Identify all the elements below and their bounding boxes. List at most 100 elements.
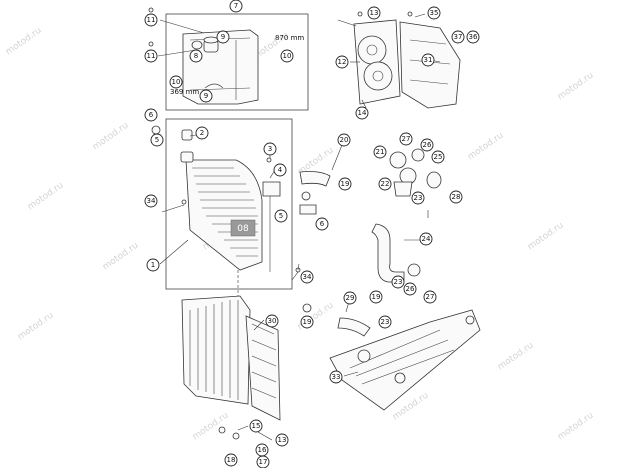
- callout-34: 34: [144, 194, 158, 208]
- radiator-guard: [181, 295, 281, 421]
- svg-text:31: 31: [424, 56, 433, 64]
- callout-5: 5: [274, 209, 288, 223]
- dimension-870mm: 870 mm: [275, 34, 304, 42]
- svg-text:14: 14: [358, 109, 367, 117]
- svg-text:23: 23: [381, 318, 390, 326]
- callout-21: 21: [373, 145, 387, 159]
- radiator-group-frame: [165, 118, 293, 290]
- svg-text:24: 24: [422, 235, 431, 243]
- watermark-text: motod.ru: [526, 221, 566, 253]
- hose-fittings: [299, 148, 442, 283]
- watermark-text: motod.ru: [4, 26, 44, 58]
- dimension-369mm: 369 mm: [170, 88, 199, 96]
- svg-text:21: 21: [376, 148, 385, 156]
- callout-20: 20: [337, 133, 351, 147]
- callout-14: 14: [355, 106, 369, 120]
- svg-text:20: 20: [340, 136, 349, 144]
- callout-19: 19: [338, 177, 352, 191]
- callout-26: 26: [420, 138, 434, 152]
- watermark-text: motod.ru: [16, 311, 56, 343]
- svg-text:27: 27: [426, 293, 435, 301]
- callout-31: 31: [421, 53, 435, 67]
- svg-text:15: 15: [252, 422, 261, 430]
- callout-34: 34: [300, 270, 314, 284]
- svg-text:37: 37: [454, 33, 463, 41]
- callout-9: 9: [216, 30, 230, 44]
- svg-text:29: 29: [346, 294, 355, 302]
- watermark-text: motod.ru: [101, 241, 141, 273]
- svg-text:6: 6: [320, 220, 325, 228]
- callout-27: 27: [399, 132, 413, 146]
- callout-17: 17: [256, 455, 270, 468]
- fan-assembly: [353, 19, 461, 109]
- svg-text:10: 10: [283, 52, 292, 60]
- svg-text:22: 22: [381, 180, 390, 188]
- callout-6: 6: [315, 217, 329, 231]
- callout-25: 25: [431, 150, 445, 164]
- watermark-text: motod.ru: [26, 181, 66, 213]
- callout-29: 29: [343, 291, 357, 305]
- callout-37: 37: [451, 30, 465, 44]
- svg-text:5: 5: [155, 136, 159, 144]
- callout-18: 18: [224, 453, 238, 467]
- svg-text:13: 13: [278, 436, 287, 444]
- svg-text:11: 11: [147, 16, 156, 24]
- svg-text:23: 23: [414, 194, 423, 202]
- callout-8: 8: [189, 49, 203, 63]
- svg-text:17: 17: [259, 458, 268, 466]
- callout-2: 2: [195, 126, 209, 140]
- svg-text:18: 18: [227, 456, 236, 464]
- callout-36: 36: [466, 30, 480, 44]
- expansion-tank: [182, 29, 259, 105]
- svg-text:19: 19: [372, 293, 381, 301]
- callout-30: 30: [265, 314, 279, 328]
- svg-text:8: 8: [194, 52, 198, 60]
- svg-text:27: 27: [402, 135, 411, 143]
- svg-text:13: 13: [370, 9, 379, 17]
- callout-4: 4: [273, 163, 287, 177]
- watermark-text: motod.ru: [496, 341, 536, 373]
- callout-6: 6: [144, 108, 158, 122]
- callout-19: 19: [369, 290, 383, 304]
- callout-35: 35: [427, 6, 441, 20]
- svg-text:26: 26: [406, 285, 415, 293]
- svg-text:16: 16: [258, 446, 267, 454]
- watermark-text: motod.ru: [556, 71, 596, 103]
- svg-text:7: 7: [234, 2, 238, 10]
- callout-1: 1: [146, 258, 160, 272]
- callout-23: 23: [411, 191, 425, 205]
- svg-text:25: 25: [434, 153, 443, 161]
- screws: [148, 7, 413, 440]
- callout-7: 7: [229, 0, 243, 13]
- watermark-text: motod.ru: [296, 301, 336, 333]
- callout-11: 11: [144, 49, 158, 63]
- watermark-text: motod.ru: [191, 411, 231, 443]
- callout-10: 10: [169, 75, 183, 89]
- center-logo: 08: [237, 224, 249, 234]
- watermark-text: motod.ru: [556, 411, 596, 443]
- callout-26: 26: [403, 282, 417, 296]
- leader-lines: [157, 13, 441, 441]
- svg-text:36: 36: [469, 33, 478, 41]
- callout-11: 11: [144, 13, 158, 27]
- watermark-text: motod.ru: [466, 131, 506, 163]
- svg-text:12: 12: [338, 58, 347, 66]
- callout-19: 19: [300, 315, 314, 329]
- callout-16: 16: [255, 443, 269, 457]
- svg-text:35: 35: [430, 9, 439, 17]
- callout-27: 27: [423, 290, 437, 304]
- callout-13: 13: [367, 6, 381, 20]
- svg-text:4: 4: [278, 166, 283, 174]
- svg-text:3: 3: [268, 145, 272, 153]
- callout-33: 33: [329, 370, 343, 384]
- svg-text:5: 5: [279, 212, 283, 220]
- svg-text:26: 26: [423, 141, 432, 149]
- svg-text:2: 2: [200, 129, 204, 137]
- callout-3: 3: [263, 142, 277, 156]
- callout-5: 5: [150, 133, 164, 147]
- svg-text:30: 30: [268, 317, 277, 325]
- water-pump-cover: [329, 309, 481, 411]
- callout-24: 24: [419, 232, 433, 246]
- svg-text:9: 9: [204, 92, 208, 100]
